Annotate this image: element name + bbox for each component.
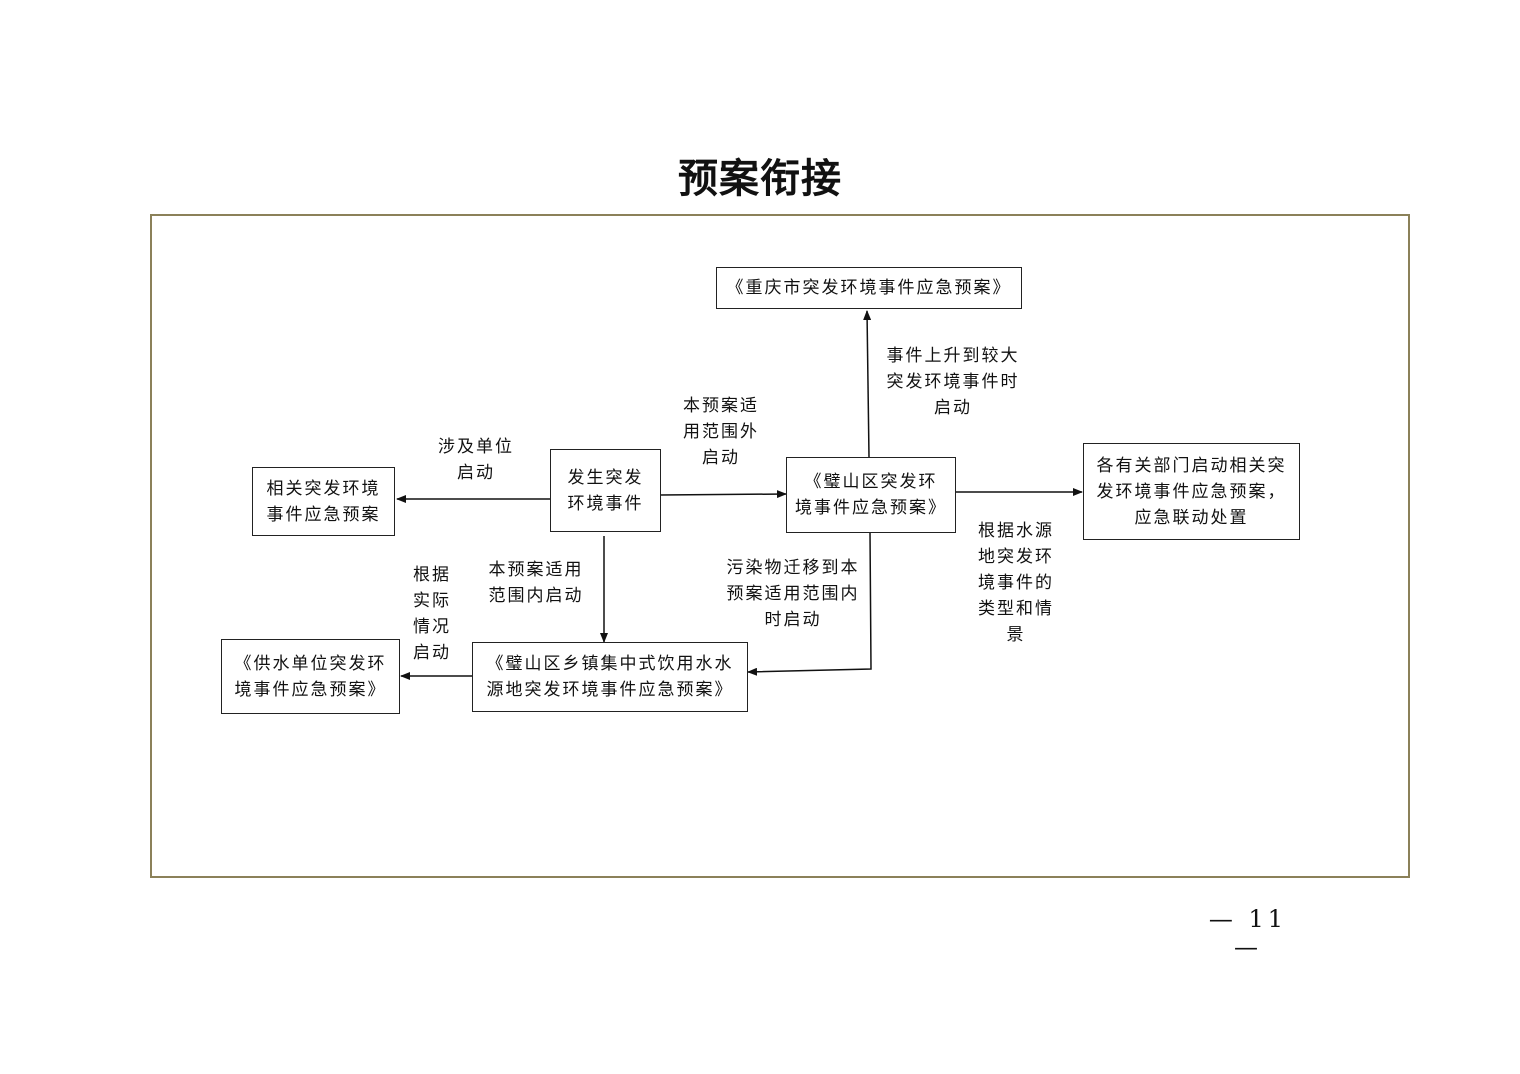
label-involved-units: 涉及单位 启动 <box>438 437 514 483</box>
arrow-event-to-bishan <box>659 490 787 499</box>
departments-linkage-box: 各有关部门启动相关突 发环境事件应急预案， 应急联动处置 <box>1083 443 1300 540</box>
water-source-plan-box: 《璧山区乡镇集中式饮用水水 源地突发环境事件应急预案》 <box>472 642 748 712</box>
label-by-type: 根据水源 地突发环 境事件的 类型和情 景 <box>978 521 1054 645</box>
water-supply-plan-box: 《供水单位突发环 境事件应急预案》 <box>221 639 400 714</box>
diagram-frame <box>150 214 1410 878</box>
event-occurs-box: 发生突发 环境事件 <box>550 449 661 532</box>
chongqing-plan-box: 《重庆市突发环境事件应急预案》 <box>716 267 1022 309</box>
page-number: — 11 — <box>1208 905 1288 961</box>
label-upgrade: 事件上升到较大 突发环境事件时 启动 <box>886 346 1020 418</box>
arrow-bishan-to-water-source <box>747 531 872 676</box>
related-units-plan-box: 相关突发环境 事件应急预案 <box>252 467 395 536</box>
label-actual-situation: 根据 实际 情况 启动 <box>413 565 451 663</box>
label-out-of-scope: 本预案适 用范围外 启动 <box>683 396 759 468</box>
page-title: 预案衔接 <box>678 155 842 202</box>
bishan-plan-box: 《璧山区突发环 境事件应急预案》 <box>786 457 956 533</box>
label-in-scope: 本预案适用 范围内启动 <box>488 560 584 606</box>
arrow-bishan-to-chongqing <box>863 310 872 458</box>
label-pollutant-migration: 污染物迁移到本 预案适用范围内 时启动 <box>726 558 860 630</box>
